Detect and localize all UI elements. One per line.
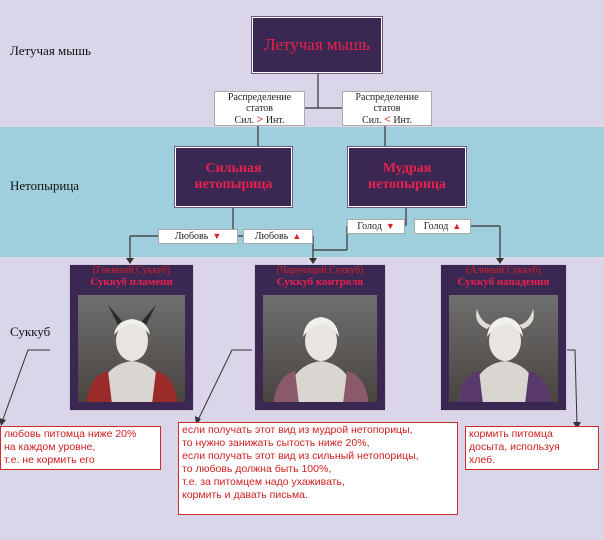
- stat-right-label: Инт.: [265, 114, 285, 126]
- note-line: хлеб.: [469, 454, 496, 466]
- note-line: если получать этот вид из мудрой нетопор…: [182, 424, 413, 436]
- stat-tag-intellect: Распределение статов Сил. < Инт.: [342, 91, 432, 126]
- stat-tag-strength: Распределение статов Сил. > Инт.: [214, 91, 305, 126]
- wise-vampire-node: Мудрая нетопырица: [347, 146, 467, 208]
- note-line: то нужно занижать сытость ниже 20%,: [182, 437, 370, 449]
- card-name: Суккуб контроля: [276, 276, 364, 288]
- stat-right-label: Инт.: [393, 114, 413, 126]
- hunger-high-tag: Голод▲: [414, 219, 471, 234]
- row-label-vampire: Нетопырица: [10, 178, 80, 193]
- love-high-tag: Любовь▲: [243, 229, 313, 244]
- card-subtitle: (Алчный Суккуб): [466, 265, 541, 276]
- stat-left-label: Сил.: [234, 114, 254, 126]
- love-low-tag: Любовь▼: [158, 229, 238, 244]
- hunger-low-tag: Голод▼: [347, 219, 405, 234]
- note-flame-condition: любовь питомца ниже 20% на каждом уровне…: [0, 426, 161, 470]
- flame-succubus-card: (Гневный Суккуб) Суккуб пламени: [69, 264, 194, 411]
- attack-succubus-card: (Алчный Суккуб) Суккуб нападения: [440, 264, 567, 411]
- note-line: досыта, используя: [469, 441, 560, 453]
- card-name: Суккуб нападения: [457, 276, 550, 288]
- note-control-condition: если получать этот вид из мудрой нетопор…: [178, 422, 458, 515]
- row-label-succubus: Суккуб: [10, 324, 51, 339]
- note-line: если получать этот вид из сильный нетопо…: [182, 450, 419, 462]
- stat-tag-title: Распределение статов: [227, 91, 292, 114]
- arrow-down-icon: ▼: [385, 221, 395, 231]
- hunger-label: Голод: [423, 221, 449, 232]
- stat-tag-compare: Сил. > Инт.: [234, 111, 285, 126]
- control-succubus-card: (Чарующий Суккуб) Суккуб контроля: [254, 264, 386, 411]
- card-subtitle: (Гневный Суккуб): [92, 265, 171, 276]
- love-label: Любовь: [174, 231, 209, 242]
- note-line: то любовь должна быть 100%,: [182, 463, 332, 475]
- note-line: кормить питомца: [469, 428, 553, 440]
- greater-than-icon: >: [256, 111, 264, 126]
- note-line: т.е. не кормить его: [4, 454, 95, 466]
- note-line: кормить и давать письма.: [182, 489, 308, 501]
- stat-tag-compare: Сил. < Инт.: [361, 111, 413, 126]
- succubus-portrait-image: [263, 295, 377, 402]
- succubus-portrait-image: [449, 295, 558, 402]
- arrow-down-icon: ▼: [212, 231, 222, 241]
- arrow-up-icon: ▲: [452, 221, 462, 231]
- hunger-label: Голод: [357, 221, 382, 232]
- note-line: любовь питомца ниже 20%: [4, 428, 137, 440]
- note-line: т.е. за питомцем надо ухаживать,: [182, 476, 345, 488]
- succubus-portrait-image: [78, 295, 185, 402]
- note-line: на каждом уровне,: [4, 441, 96, 453]
- strong-vampire-node: Сильная нетопырица: [174, 146, 293, 208]
- less-than-icon: <: [383, 111, 391, 126]
- bat-node: Летучая мышь: [251, 16, 383, 74]
- note-attack-condition: кормить питомца досыта, используя хлеб.: [465, 426, 599, 470]
- stat-tag-title: Распределение статов: [355, 91, 419, 114]
- row-label-bat: Летучая мышь: [10, 43, 91, 58]
- love-label: Любовь: [254, 231, 289, 242]
- arrow-up-icon: ▲: [292, 231, 302, 241]
- stat-left-label: Сил.: [361, 114, 382, 126]
- card-subtitle: (Чарующий Суккуб): [276, 265, 364, 276]
- card-name: Суккуб пламени: [90, 276, 173, 288]
